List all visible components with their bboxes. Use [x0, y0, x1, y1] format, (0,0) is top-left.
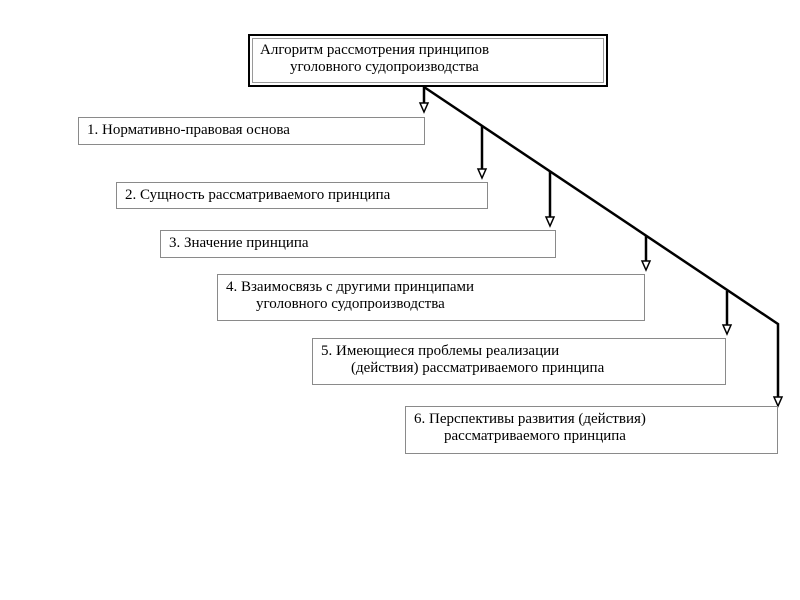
- step-3-text: 3. Значение принципа: [169, 235, 309, 251]
- step-4-text-line-1: 4. Взаимосвязь с другими принципами: [226, 279, 475, 295]
- title-line-1: Алгоритм рассмотрения принципов: [260, 42, 490, 58]
- arrow-head-4: [640, 260, 652, 272]
- step-2-text: 2. Сущность рассматриваемого принципа: [125, 187, 391, 203]
- step-box-5: 5. Имеющиеся проблемы реализации (действ…: [312, 338, 726, 385]
- connector-spine: [423, 85, 780, 400]
- step-1-text: 1. Нормативно-правовая основа: [87, 122, 290, 138]
- arrow-head-6: [772, 396, 784, 408]
- step-box-6: 6. Перспективы развития (действия) рассм…: [405, 406, 778, 454]
- step-4-text-line-2: уголовного судопроизводства: [256, 296, 445, 312]
- step-box-3: 3. Значение принципа: [160, 230, 556, 258]
- arrow-head-2: [476, 168, 488, 180]
- step-box-2: 2. Сущность рассматриваемого принципа: [116, 182, 488, 209]
- step-5-text-line-1: 5. Имеющиеся проблемы реализации: [321, 343, 560, 359]
- arrow-head-5: [721, 324, 733, 336]
- step-box-4: 4. Взаимосвязь с другими принципами угол…: [217, 274, 645, 321]
- title-box: Алгоритм рассмотрения принципов уголовно…: [248, 34, 608, 87]
- step-box-1: 1. Нормативно-правовая основа: [78, 117, 425, 145]
- step-6-text-line-1: 6. Перспективы развития (действия): [414, 411, 646, 427]
- title-line-2: уголовного судопроизводства: [290, 59, 479, 75]
- arrow-head-1: [418, 102, 430, 114]
- step-6-text-line-2: рассматриваемого принципа: [444, 428, 626, 444]
- arrow-head-3: [544, 216, 556, 228]
- step-5-text-line-2: (действия) рассматриваемого принципа: [351, 360, 605, 376]
